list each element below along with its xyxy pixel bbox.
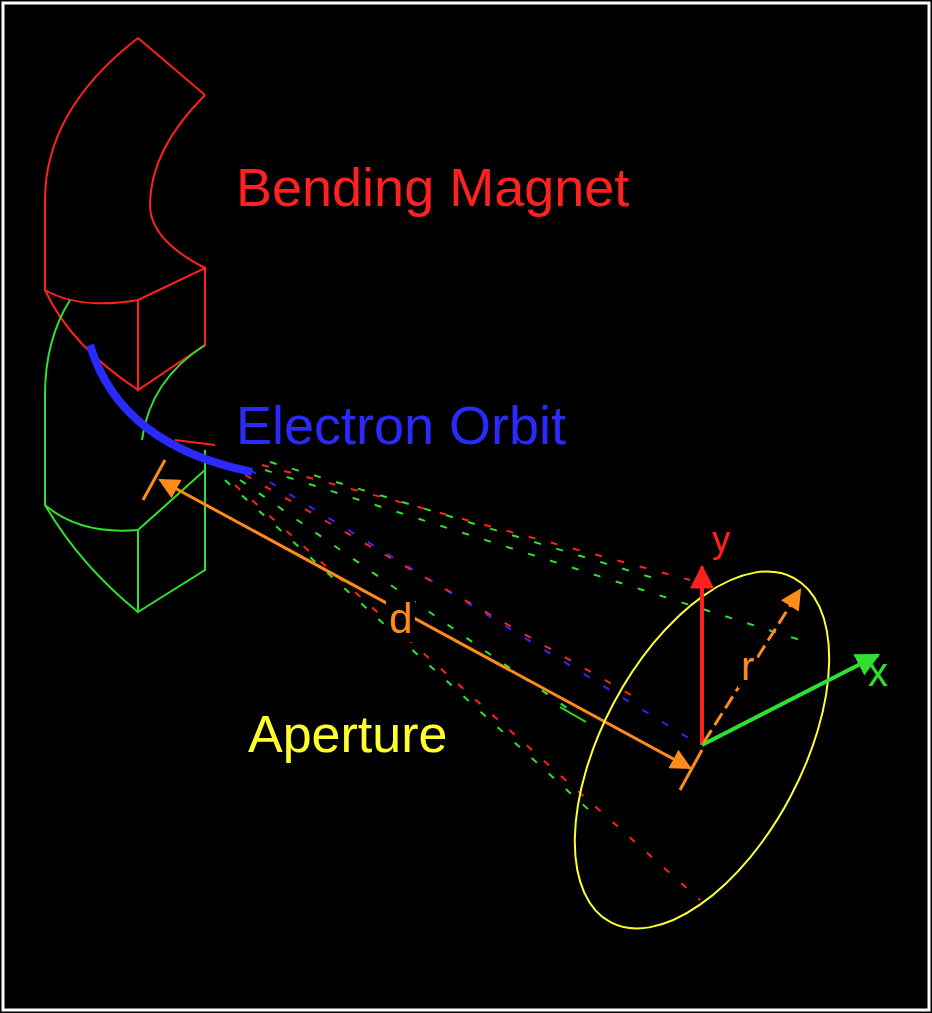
aperture-ellipse <box>522 531 882 969</box>
lower-pole <box>45 300 205 612</box>
distance-arrow <box>160 480 690 768</box>
upper-pole <box>45 38 205 390</box>
tangent-ray <box>175 440 215 445</box>
x-axis <box>702 655 878 745</box>
y-axis <box>700 567 704 745</box>
radius-arrow <box>704 590 800 742</box>
electron-orbit <box>90 345 252 472</box>
frame <box>3 3 929 1010</box>
axis-label: y <box>712 520 730 560</box>
dimension-label: d <box>386 596 415 642</box>
part-label: Electron Orbit <box>236 396 566 455</box>
part-label: Bending Magnet <box>236 158 629 217</box>
light-rays <box>225 462 800 900</box>
dimension-tick <box>143 460 165 500</box>
dimension-label: r <box>738 644 757 688</box>
part-label: Aperture <box>248 706 447 763</box>
leader-line <box>560 707 586 722</box>
dimension-tick <box>680 750 702 790</box>
axis-label: x <box>868 650 888 694</box>
